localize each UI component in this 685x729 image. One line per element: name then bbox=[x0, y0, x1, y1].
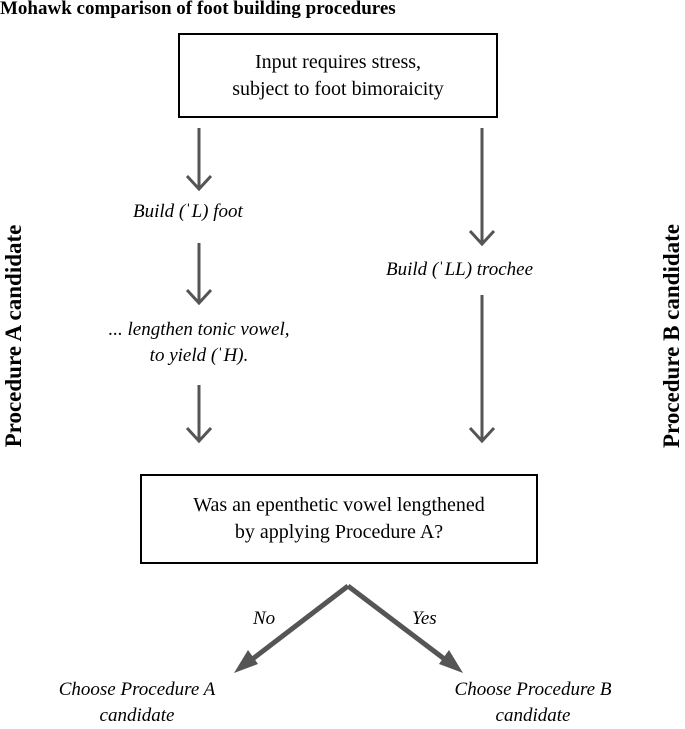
procedure-a-step-2-line-2: to yield (ˈH). bbox=[149, 345, 249, 366]
procedure-a-side-label: Procedure A candidate bbox=[1, 224, 26, 448]
arrow-b-1 bbox=[468, 128, 496, 247]
arrow-b-2 bbox=[468, 295, 496, 444]
branch-label-no: No bbox=[253, 608, 276, 629]
branch-arrow-yes bbox=[346, 584, 463, 673]
arrow-a-1 bbox=[185, 128, 213, 192]
outcome-procedure-b: Choose Procedure B candidate bbox=[418, 677, 648, 729]
decision-box-line-1: Was an epenthetic vowel lengthened bbox=[193, 494, 485, 516]
decision-box: Was an epenthetic vowel lengthened by ap… bbox=[140, 474, 538, 564]
procedure-b-step-1: Build (ˈLL) trochee bbox=[386, 259, 534, 280]
procedure-a-step-2: ... lengthen tonic vowel, to yield (ˈH). bbox=[74, 317, 324, 369]
branch-arrow-no bbox=[234, 584, 350, 673]
decision-box-line-2: by applying Procedure A? bbox=[234, 521, 444, 543]
page-title: Mohawk comparison of foot building proce… bbox=[0, 0, 396, 19]
procedure-a-step-2-line-1: ... lengthen tonic vowel, bbox=[108, 319, 290, 340]
branch-label-yes: Yes bbox=[412, 608, 437, 629]
procedure-a-step-1: Build (ˈL) foot bbox=[133, 201, 243, 222]
procedure-b-side-label: Procedure B candidate bbox=[659, 223, 684, 449]
outcome-b-line-2: candidate bbox=[495, 705, 571, 726]
start-box-line-2: subject to foot bimoraicity bbox=[232, 77, 444, 100]
start-box: Input requires stress, subject to foot b… bbox=[178, 33, 498, 118]
outcome-a-line-2: candidate bbox=[99, 705, 175, 726]
arrow-a-3 bbox=[185, 385, 213, 444]
start-box-line-1: Input requires stress, bbox=[254, 50, 422, 73]
outcome-a-line-1: Choose Procedure A bbox=[58, 679, 216, 700]
outcome-procedure-a: Choose Procedure A candidate bbox=[22, 677, 252, 729]
arrow-a-2 bbox=[185, 243, 213, 306]
outcome-b-line-1: Choose Procedure B bbox=[454, 679, 612, 700]
